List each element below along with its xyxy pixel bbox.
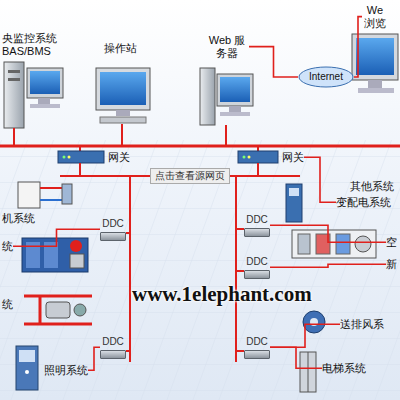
ddc-controller: DDC — [244, 336, 270, 359]
system-label: 变配电系统 — [336, 196, 391, 209]
system-label: 统 — [2, 240, 13, 253]
link-hint: 点击查看源网页 — [150, 168, 230, 184]
ethernet-bus — [0, 124, 400, 152]
exhaust-fan — [303, 311, 325, 333]
node-text: 空 — [386, 236, 397, 249]
connector-line — [88, 347, 100, 370]
system-label: 其他系统 — [350, 180, 394, 193]
connector-line — [354, 17, 362, 77]
node-text: 电梯系统 — [322, 362, 366, 375]
field-bus — [60, 163, 300, 362]
gateway-device — [58, 151, 278, 163]
node-text: 操作站 — [104, 42, 137, 55]
ddc-controller: DDC — [244, 256, 270, 279]
system-label: 统 — [2, 298, 13, 311]
operator-computer — [96, 68, 150, 123]
ddc-controller: DDC — [100, 336, 126, 359]
node-text: 机系统 — [2, 212, 35, 225]
browser-computer — [352, 34, 398, 93]
connector-line — [270, 225, 386, 242]
system-label: 照明系统 — [44, 364, 88, 377]
ddc-box — [244, 228, 270, 237]
connector-line — [270, 324, 340, 347]
ddc-box — [244, 270, 270, 279]
elevator-icon — [300, 352, 316, 392]
connector-line — [304, 157, 336, 202]
connector-line — [13, 229, 100, 246]
node-text: 变配电系统 — [336, 196, 391, 209]
node-text: Internet — [309, 71, 343, 83]
ddc-label: DDC — [244, 336, 270, 348]
ddc-controller: DDC — [100, 218, 126, 241]
connector-line — [270, 347, 322, 368]
gateway-label: 网关 — [282, 151, 304, 164]
gateway-label: 网关 — [108, 151, 130, 164]
ddc-box — [244, 350, 270, 359]
computer-label: 操作站 — [104, 42, 137, 55]
connector-line — [270, 264, 386, 267]
node-text: We 浏览 — [362, 4, 388, 29]
computer-label: 央监控系统BAS/BMS — [2, 32, 57, 57]
system-label: 新 — [386, 258, 397, 271]
node-text: BAS/BMS — [2, 45, 57, 58]
air-handling-unit — [292, 230, 376, 258]
ddc-label: DDC — [244, 256, 270, 268]
node-text: 照明系统 — [44, 364, 88, 377]
computer-label: We 浏览 — [362, 4, 388, 29]
system-label: 机系统 — [2, 212, 35, 225]
pump-machine — [24, 296, 92, 324]
system-label: 送排风系 — [340, 318, 384, 331]
chiller-panel — [18, 182, 72, 208]
computer-label: Web 服务器 — [205, 34, 249, 59]
power-cabinet — [286, 184, 302, 222]
node-text: 网关 — [282, 151, 304, 164]
cloud-outline — [299, 67, 353, 87]
ddc-label: DDC — [100, 336, 126, 348]
watermark: www.1elephant.com — [132, 282, 312, 306]
node-text: 新 — [386, 258, 397, 271]
node-text: 其他系统 — [350, 180, 394, 193]
node-text: 统 — [2, 240, 13, 253]
node-text: 送排风系 — [340, 318, 384, 331]
connector-line — [249, 47, 298, 77]
internet-cloud: Internet — [298, 66, 354, 88]
system-label: 空 — [386, 236, 397, 249]
central-computer — [4, 62, 63, 128]
ddc-box — [100, 350, 126, 359]
grid-ground — [0, 140, 400, 400]
ddc-label: DDC — [100, 218, 126, 230]
ddc-controller: DDC — [244, 214, 270, 237]
lighting-cabinet — [16, 346, 38, 390]
system-label: 电梯系统 — [322, 362, 366, 375]
node-text: 央监控系统 — [2, 32, 57, 45]
node-text: 统 — [2, 298, 13, 311]
node-text: Web 服务器 — [205, 34, 249, 59]
chiller-machine — [22, 238, 88, 272]
ddc-box — [100, 232, 126, 241]
node-text: 网关 — [108, 151, 130, 164]
ddc-label: DDC — [244, 214, 270, 226]
web-server — [200, 68, 253, 125]
